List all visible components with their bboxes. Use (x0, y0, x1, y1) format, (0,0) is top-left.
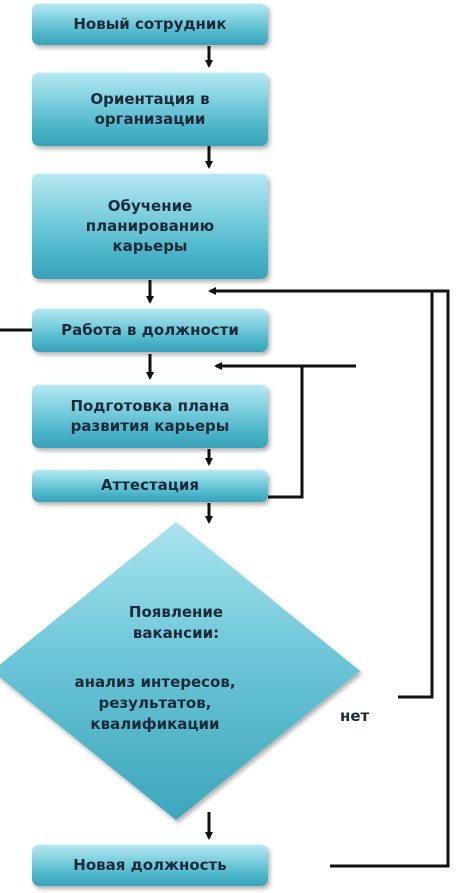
node-new-employee-label: Новый сотрудник (73, 14, 227, 33)
loop-attestation-to-plan (214, 362, 304, 499)
node-new-position: Новая должность (32, 844, 268, 886)
loop-new-position (330, 289, 450, 868)
node-orientation: Ориентация в организации (32, 72, 268, 146)
edge-label-no-text: нет (340, 707, 370, 725)
edge-label-no: нет (340, 706, 369, 727)
node-career-training: Обучение планированию карьеры (32, 173, 268, 279)
diamond-detail-text: анализ интересов, результатов, квалифика… (74, 673, 236, 733)
node-attestation: Аттестация (32, 469, 268, 502)
diamond-detail: анализ интересов, результатов, квалифика… (40, 672, 270, 735)
diamond-title-text: Появление вакансии: (128, 603, 224, 642)
node-new-position-label: Новая должность (73, 855, 227, 874)
node-attestation-label: Аттестация (100, 476, 200, 495)
node-plan-preparation: Подготовка плана развития карьеры (32, 384, 268, 448)
node-plan-preparation-label: Подготовка плана развития карьеры (70, 396, 230, 435)
node-work-in-position-label: Работа в должности (61, 320, 239, 339)
node-career-training-label: Обучение планированию карьеры (85, 196, 215, 256)
node-work-in-position: Работа в должности (32, 308, 268, 352)
diamond-title: Появление вакансии: (56, 602, 296, 644)
node-orientation-label: Ориентация в организации (90, 89, 210, 128)
node-new-employee: Новый сотрудник (32, 3, 268, 45)
vacancy-decision-diamond (0, 522, 360, 820)
loop-no-to-work (208, 287, 434, 699)
